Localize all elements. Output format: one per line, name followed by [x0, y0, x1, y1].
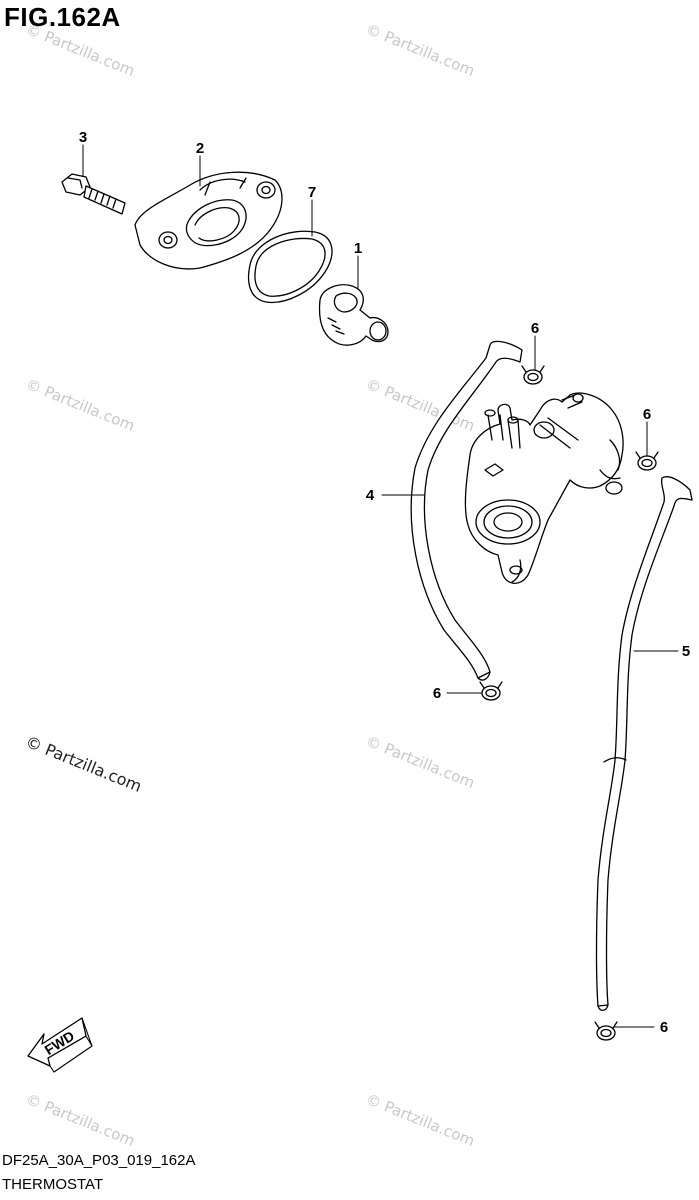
thermostat-cover-part — [134, 171, 283, 270]
hose-clamp — [594, 1021, 618, 1041]
hose-5 — [595, 476, 693, 1012]
figure-code: DF25A_30A_P03_019_162A — [2, 1152, 196, 1169]
callout-5: 5 — [682, 643, 690, 660]
callout-2: 2 — [196, 140, 204, 157]
figure-title: FIG.162A — [4, 2, 121, 32]
hose-clamp — [479, 681, 503, 701]
fwd-arrow-icon — [27, 1017, 93, 1073]
hose-clamp — [635, 451, 659, 471]
callout-1: 1 — [354, 240, 362, 257]
leader-lines — [82, 144, 679, 1028]
callout-6d: 6 — [660, 1019, 668, 1036]
callout-6c: 6 — [433, 685, 441, 702]
figure-name: THERMOSTAT — [2, 1176, 104, 1193]
callout-3: 3 — [79, 129, 87, 146]
bolt-part — [61, 173, 126, 215]
callout-4: 4 — [366, 487, 375, 504]
thermostat-housing — [464, 392, 624, 584]
thermostat-part — [318, 284, 389, 346]
hose-4 — [410, 340, 523, 681]
callout-6a: 6 — [531, 320, 539, 337]
gasket-part — [247, 230, 333, 304]
callout-7: 7 — [308, 184, 316, 201]
callout-6b: 6 — [643, 406, 651, 423]
hose-clamp — [521, 365, 545, 385]
